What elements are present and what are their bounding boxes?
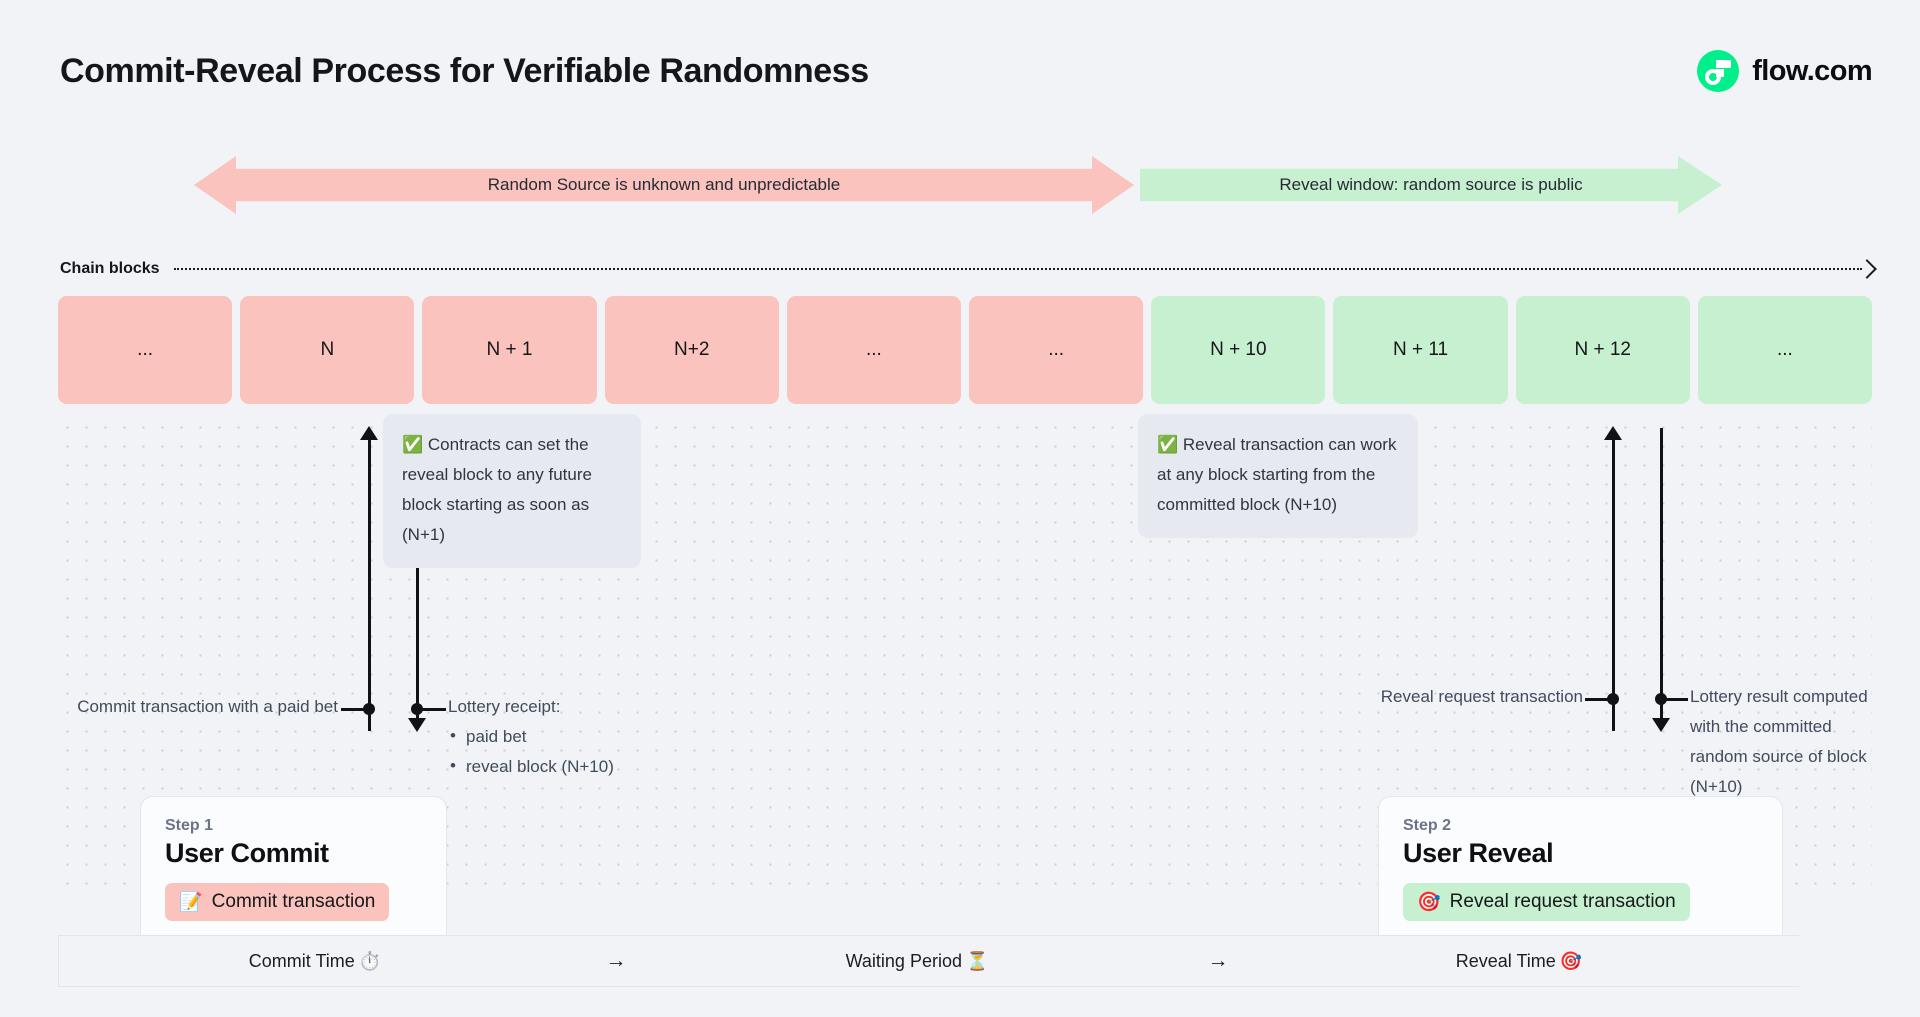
commit-connector-arrowhead-icon	[360, 426, 378, 440]
chain-block[interactable]: ...	[1697, 296, 1873, 404]
list-item: reveal block (N+10)	[448, 751, 748, 782]
chain-block[interactable]: ...	[786, 296, 962, 404]
dart-icon: 🎯	[1417, 892, 1441, 913]
banner-reveal-window: Reveal window: random source is public	[1140, 156, 1722, 214]
pill-label: Commit transaction	[211, 891, 376, 912]
list-item: paid bet	[448, 721, 748, 752]
annotation-reveal-request: Reveal request transaction	[1380, 687, 1583, 706]
banner-unknown-label: Random Source is unknown and unpredictab…	[487, 175, 841, 194]
chain-block[interactable]: N	[240, 296, 415, 404]
callout-contracts-reveal-block: ✅ Contracts can set the reveal block to …	[383, 414, 641, 568]
timeline-label: Reveal Time	[1455, 950, 1556, 971]
callout-reveal-any-block: ✅ Reveal transaction can work at any blo…	[1138, 414, 1418, 538]
reveal-request-transaction-pill[interactable]: 🎯 Reveal request transaction	[1403, 883, 1690, 921]
reveal-connector-line	[1612, 438, 1615, 731]
timeline-arrow-icon: →	[1207, 949, 1229, 972]
header: Commit-Reveal Process for Verifiable Ran…	[60, 38, 1873, 104]
stopwatch-icon: ⏱️	[358, 950, 382, 971]
chain-block[interactable]: N + 11	[1333, 296, 1508, 404]
check-icon: ✅	[1157, 435, 1179, 454]
reveal-connector-stub	[1585, 698, 1611, 701]
commit-connector-knob	[363, 703, 375, 715]
chain-blocks-row: ... N N + 1 N+2 ... ... N + 10 N + 11 N …	[58, 296, 1873, 404]
receipt-connector-knob	[411, 703, 423, 715]
chain-axis-arrow-icon	[1857, 259, 1877, 279]
receipt-connector-line	[416, 428, 419, 721]
step-kicker: Step 1	[165, 817, 214, 834]
flow-logo-icon	[1697, 50, 1740, 92]
timeline-arrow-icon: →	[605, 949, 627, 972]
banner-random-source-unknown: Random Source is unknown and unpredictab…	[194, 156, 1134, 214]
receipt-connector-arrowhead-icon	[408, 718, 426, 732]
callout-text: Reveal transaction can work at any block…	[1157, 435, 1397, 514]
step-card-user-commit[interactable]: Step 1 User Commit 📝 Commit transaction	[140, 796, 447, 948]
pill-label: Reveal request transaction	[1449, 891, 1676, 912]
timeline-segment-commit-time: Commit Time⏱️	[59, 951, 571, 972]
page-title: Commit-Reveal Process for Verifiable Ran…	[60, 51, 869, 90]
commit-transaction-pill[interactable]: 📝 Commit transaction	[165, 883, 390, 921]
annotation-canvas: ✅ Contracts can set the reveal block to …	[58, 414, 1872, 948]
result-connector-arrowhead-icon	[1652, 718, 1670, 732]
reveal-connector-arrowhead-icon	[1604, 426, 1622, 440]
chain-axis-line	[173, 259, 1877, 279]
reveal-connector-knob	[1607, 693, 1619, 705]
step-title: User Reveal	[1403, 838, 1554, 868]
timeline-segment-reveal-time: Reveal Time🎯	[1263, 951, 1775, 972]
timeline-label: Waiting Period	[845, 950, 962, 971]
callout-text: Contracts can set the reveal block to an…	[402, 435, 592, 544]
step-kicker: Step 2	[1403, 817, 1452, 834]
annotation-lottery-receipt: Lottery receipt: paid bet reveal block (…	[448, 692, 748, 782]
dart-icon: 🎯	[1559, 950, 1583, 971]
result-connector-knob	[1655, 693, 1667, 705]
chain-block[interactable]: ...	[969, 296, 1144, 404]
memo-icon: 📝	[179, 892, 203, 913]
chain-blocks-axis: Chain blocks	[60, 258, 1877, 280]
result-connector-line	[1660, 428, 1663, 721]
chain-block[interactable]: N+2	[604, 296, 779, 404]
receipt-connector-stub	[422, 708, 446, 711]
chain-block[interactable]: N + 10	[1151, 296, 1326, 404]
banner-reveal-label: Reveal window: random source is public	[1279, 175, 1583, 194]
lottery-receipt-title: Lottery receipt:	[448, 697, 561, 716]
annotation-lottery-result: Lottery result computed with the committ…	[1690, 687, 1868, 796]
annotation-commit-transaction: Commit transaction with a paid bet	[77, 697, 338, 716]
hourglass-icon: ⏳	[965, 950, 989, 971]
timeline-segment-waiting-period: Waiting Period⏳	[661, 951, 1173, 972]
check-icon: ✅	[402, 435, 424, 454]
lottery-receipt-list: paid bet reveal block (N+10)	[448, 721, 748, 782]
commit-connector-stub	[341, 708, 367, 711]
chain-block[interactable]: N + 12	[1515, 296, 1690, 404]
commit-connector-line	[368, 438, 371, 731]
chain-block[interactable]: N + 1	[422, 296, 597, 404]
step-card-user-reveal[interactable]: Step 2 User Reveal 🎯 Reveal request tran…	[1378, 796, 1783, 948]
chain-block[interactable]: ...	[58, 296, 233, 404]
result-connector-stub	[1666, 698, 1688, 701]
chain-blocks-label: Chain blocks	[60, 260, 160, 277]
step-title: User Commit	[165, 838, 329, 868]
phase-timeline: Commit Time⏱️ → Waiting Period⏳ → Reveal…	[58, 935, 1838, 987]
brand-name: flow.com	[1752, 54, 1872, 87]
timeline-label: Commit Time	[248, 950, 355, 971]
brand-logo: flow.com	[1697, 50, 1873, 92]
